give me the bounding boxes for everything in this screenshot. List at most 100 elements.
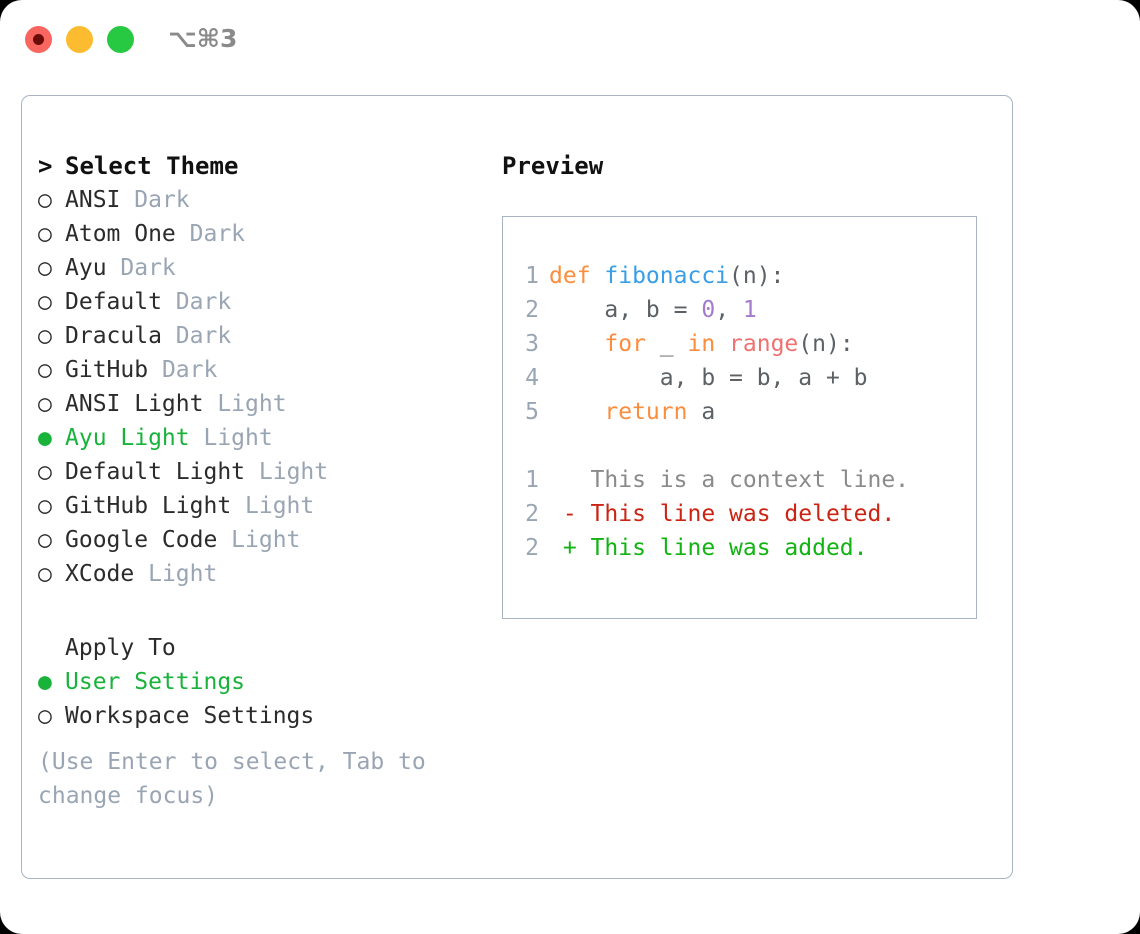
code-line: 1 def fibonacci(n): bbox=[513, 259, 970, 293]
theme-option[interactable]: ○ Default Dark bbox=[38, 285, 488, 319]
code-token: (n): bbox=[729, 263, 785, 289]
apply-to-option-label: User Settings bbox=[65, 669, 246, 695]
code-line: 3 for _ in range(n): bbox=[513, 327, 970, 361]
theme-option-label: Default Light bbox=[65, 459, 259, 485]
code-token: for bbox=[604, 331, 646, 357]
theme-variant-tag: Dark bbox=[161, 357, 218, 383]
theme-picker-column: > Select Theme○ ANSI Dark○ Atom One Dark… bbox=[38, 149, 488, 813]
line-number: 1 bbox=[525, 263, 539, 289]
theme-option-label: XCode bbox=[65, 561, 149, 587]
line-number: 4 bbox=[525, 365, 539, 391]
preview-title: Preview bbox=[502, 152, 604, 180]
apply-to-header-label: Apply To bbox=[65, 635, 176, 661]
theme-option-label: Default bbox=[65, 289, 176, 315]
theme-option-label: GitHub Light bbox=[65, 493, 246, 519]
theme-option-label: Ayu Light bbox=[65, 425, 204, 451]
code-line: 5 return a bbox=[513, 395, 970, 429]
line-number: 2 bbox=[525, 501, 539, 527]
theme-picker-header-label: Select Theme bbox=[65, 152, 239, 180]
line-number: 5 bbox=[525, 399, 539, 425]
code-line: 2 a, b = 0, 1 bbox=[513, 293, 970, 327]
apply-to-option[interactable]: ● User Settings bbox=[38, 665, 488, 699]
keyboard-shortcut-label: ⌥⌘3 bbox=[168, 24, 238, 53]
theme-variant-tag: Light bbox=[258, 459, 329, 485]
theme-option-label: Dracula bbox=[65, 323, 176, 349]
apply-to-header-indent bbox=[38, 631, 65, 665]
code-token: 1 bbox=[742, 297, 757, 323]
theme-variant-tag: Dark bbox=[175, 289, 232, 315]
code-token: range bbox=[729, 331, 799, 357]
diff-line: 2 + This line was added. bbox=[513, 531, 970, 565]
theme-option-label: ANSI Light bbox=[65, 391, 218, 417]
section-spacer bbox=[38, 591, 488, 631]
theme-option-label: Google Code bbox=[65, 527, 232, 553]
theme-variant-tag: Light bbox=[148, 561, 218, 587]
code-token: 0 bbox=[701, 297, 716, 323]
apply-to-header: Apply To bbox=[38, 631, 488, 665]
apply-to-option-label: Workspace Settings bbox=[65, 703, 315, 729]
theme-option[interactable]: ○ Dracula Dark bbox=[38, 319, 488, 353]
recording-indicator-icon bbox=[33, 34, 44, 45]
radio-unselected-icon: ○ bbox=[38, 459, 66, 485]
theme-option[interactable]: ○ Default Light Light bbox=[38, 455, 488, 489]
radio-unselected-icon: ○ bbox=[38, 527, 66, 553]
theme-option[interactable]: ● Ayu Light Light bbox=[38, 421, 488, 455]
line-number: 2 bbox=[525, 535, 539, 561]
apply-to-list[interactable]: Apply To● User Settings○ Workspace Setti… bbox=[38, 631, 488, 733]
radio-selected-icon: ● bbox=[38, 425, 66, 451]
theme-option[interactable]: ○ Atom One Dark bbox=[38, 217, 488, 251]
theme-variant-tag: Light bbox=[245, 493, 315, 519]
keyboard-hint-text: (Use Enter to select, Tab to change focu… bbox=[38, 749, 426, 809]
code-token bbox=[549, 399, 604, 425]
theme-option[interactable]: ○ GitHub Light Light bbox=[38, 489, 488, 523]
theme-variant-tag: Light bbox=[217, 391, 287, 417]
theme-option-label: Ayu bbox=[65, 255, 121, 281]
theme-option[interactable]: ○ ANSI Light Light bbox=[38, 387, 488, 421]
radio-unselected-icon: ○ bbox=[38, 221, 66, 247]
content-panel: > Select Theme○ ANSI Dark○ Atom One Dark… bbox=[21, 95, 1013, 879]
code-token: return bbox=[604, 399, 688, 425]
theme-option[interactable]: ○ XCode Light bbox=[38, 557, 488, 591]
radio-unselected-icon: ○ bbox=[38, 255, 66, 281]
maximize-window-button[interactable] bbox=[107, 26, 134, 53]
code-token: + This line was added. bbox=[549, 535, 868, 561]
diff-line: 2 - This line was deleted. bbox=[513, 497, 970, 531]
code-token: def bbox=[549, 263, 605, 289]
theme-variant-tag: Light bbox=[203, 425, 273, 451]
theme-option[interactable]: ○ ANSI Dark bbox=[38, 183, 488, 217]
theme-option[interactable]: ○ GitHub Dark bbox=[38, 353, 488, 387]
radio-unselected-icon: ○ bbox=[38, 187, 66, 213]
minimize-window-button[interactable] bbox=[66, 26, 93, 53]
theme-picker-header: > Select Theme bbox=[38, 149, 488, 183]
theme-variant-tag: Dark bbox=[189, 221, 246, 247]
radio-unselected-icon: ○ bbox=[38, 703, 66, 729]
radio-unselected-icon: ○ bbox=[38, 561, 66, 587]
diff-line: 1 This is a context line. bbox=[513, 463, 970, 497]
theme-option-label: ANSI bbox=[65, 187, 135, 213]
focus-caret-icon: > bbox=[38, 152, 67, 180]
theme-option[interactable]: ○ Ayu Dark bbox=[38, 251, 488, 285]
radio-unselected-icon: ○ bbox=[38, 357, 66, 383]
code-token: This is a context line. bbox=[549, 467, 910, 493]
theme-variant-tag: Light bbox=[231, 527, 301, 553]
theme-list[interactable]: > Select Theme○ ANSI Dark○ Atom One Dark… bbox=[38, 149, 488, 591]
apply-to-option[interactable]: ○ Workspace Settings bbox=[38, 699, 488, 733]
theme-option[interactable]: ○ Google Code Light bbox=[38, 523, 488, 557]
theme-variant-tag: Dark bbox=[175, 323, 232, 349]
theme-variant-tag: Dark bbox=[120, 255, 176, 281]
code-token: - This line was deleted. bbox=[549, 501, 896, 527]
code-line: 4 a, b = b, a + b bbox=[513, 361, 970, 395]
line-number: 2 bbox=[525, 297, 539, 323]
radio-unselected-icon: ○ bbox=[38, 323, 66, 349]
code-token: a bbox=[687, 399, 716, 425]
line-number: 1 bbox=[525, 467, 539, 493]
radio-selected-icon: ● bbox=[38, 669, 66, 695]
radio-unselected-icon: ○ bbox=[38, 493, 66, 519]
code-token: in bbox=[687, 331, 716, 357]
code-token: , bbox=[715, 297, 743, 323]
code-token: fibonacci bbox=[604, 263, 730, 289]
